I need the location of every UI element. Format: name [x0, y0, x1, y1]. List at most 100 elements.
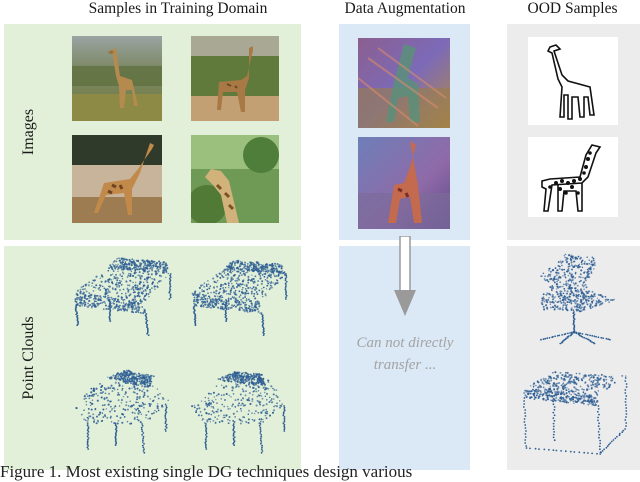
point-cloud-dot [196, 407, 199, 410]
point-cloud-dot [582, 282, 585, 284]
point-cloud-dot [527, 393, 530, 396]
point-cloud-dot [571, 381, 574, 383]
point-cloud-dot [109, 314, 111, 317]
point-cloud-dot [207, 392, 210, 395]
point-cloud-dot [260, 382, 263, 384]
point-cloud-dot [164, 414, 167, 417]
point-cloud-dot [145, 381, 148, 384]
point-cloud-dot [120, 401, 123, 404]
point-cloud-dot [263, 268, 265, 270]
point-cloud-dot [235, 385, 238, 387]
point-cloud-dot [116, 377, 119, 380]
point-cloud-dot [588, 262, 591, 265]
point-cloud-dot [128, 284, 131, 287]
point-cloud-dot [588, 402, 591, 405]
point-cloud-dot [624, 377, 627, 379]
point-cloud-dot [542, 386, 545, 389]
point-cloud-dot [116, 298, 120, 301]
point-cloud-dot [159, 267, 162, 270]
point-cloud-dot [120, 262, 122, 265]
point-cloud-dot [106, 399, 110, 402]
point-cloud-dot [556, 285, 559, 288]
point-cloud-dot [206, 403, 209, 406]
point-cloud-dot [149, 382, 152, 385]
point-cloud-dot [236, 373, 238, 376]
point-cloud-dot [278, 264, 281, 266]
point-cloud-dot [277, 273, 280, 276]
point-cloud-dot [261, 280, 264, 283]
point-cloud-dot [238, 265, 241, 268]
point-cloud-dot [143, 442, 145, 445]
point-cloud-dot [148, 380, 151, 383]
point-cloud-dot [210, 413, 213, 416]
point-cloud-dot [227, 418, 229, 421]
point-cloud-dot [227, 272, 230, 275]
point-cloud-dot [141, 385, 144, 388]
point-cloud-dot [260, 270, 263, 273]
point-cloud-dot [234, 416, 236, 418]
point-cloud-dot [625, 416, 627, 418]
point-cloud-dot [129, 268, 132, 271]
point-cloud-dot [86, 441, 89, 444]
point-cloud-dot [241, 300, 244, 303]
point-cloud-dot [137, 294, 140, 297]
point-cloud-dot [205, 306, 208, 309]
point-cloud-dot [127, 405, 130, 407]
point-cloud-dot [99, 289, 102, 291]
point-cloud-dot [548, 380, 551, 383]
point-cloud-dot [562, 301, 565, 304]
point-cloud-dot [243, 273, 246, 276]
point-cloud-dot [613, 381, 616, 384]
point-cloud-dot [591, 306, 594, 308]
point-cloud-dot [119, 289, 121, 291]
point-cloud-dot [583, 293, 586, 296]
point-cloud-dot [86, 419, 89, 422]
point-cloud-dot [202, 418, 204, 420]
point-cloud-dot [104, 295, 107, 298]
point-cloud-dot [563, 399, 566, 402]
point-cloud-dot [577, 264, 580, 267]
point-cloud-dot [587, 290, 590, 293]
point-cloud-dot [548, 382, 551, 385]
point-cloud-dot [552, 400, 555, 403]
point-cloud-dot [547, 298, 550, 302]
point-cloud-dot [104, 293, 107, 296]
point-cloud-dot [278, 265, 281, 267]
point-cloud-dot [553, 414, 556, 417]
point-cloud-dot [125, 265, 128, 268]
point-cloud-dot [258, 401, 261, 404]
point-cloud-dot [80, 297, 83, 300]
point-cloud-dot [76, 324, 79, 327]
point-cloud-dot [614, 437, 617, 440]
point-cloud-dot [119, 304, 121, 307]
point-cloud-dot [212, 411, 215, 414]
point-cloud-dot [212, 306, 215, 309]
point-cloud-dot [91, 305, 93, 308]
point-cloud-dot [569, 332, 571, 334]
point-cloud-dot [225, 415, 227, 417]
point-cloud-dot [230, 377, 232, 380]
point-cloud-dot [75, 313, 78, 316]
point-cloud-dot [536, 390, 540, 393]
point-cloud-dot [144, 264, 148, 267]
training-pointcloud-chair-2 [191, 259, 288, 336]
point-cloud-dot [222, 270, 225, 273]
point-cloud-dot [220, 296, 222, 299]
point-cloud-dot [209, 402, 212, 406]
point-cloud-dot [133, 417, 136, 420]
point-cloud-dot [553, 395, 556, 397]
point-cloud-dot [123, 416, 126, 418]
point-cloud-dot [573, 386, 576, 389]
point-cloud-dot [152, 375, 155, 378]
point-cloud-dot [74, 298, 77, 301]
point-cloud-dot [609, 383, 612, 386]
point-cloud-dot [87, 437, 90, 439]
point-cloud-dot [168, 277, 171, 280]
point-cloud-dot [205, 402, 208, 404]
point-cloud-dot [549, 306, 552, 309]
point-cloud-dot [584, 381, 587, 384]
point-cloud-dot [134, 412, 136, 414]
point-cloud-dot [130, 305, 133, 308]
point-cloud-dot [249, 262, 253, 265]
point-cloud-dot [118, 265, 121, 268]
